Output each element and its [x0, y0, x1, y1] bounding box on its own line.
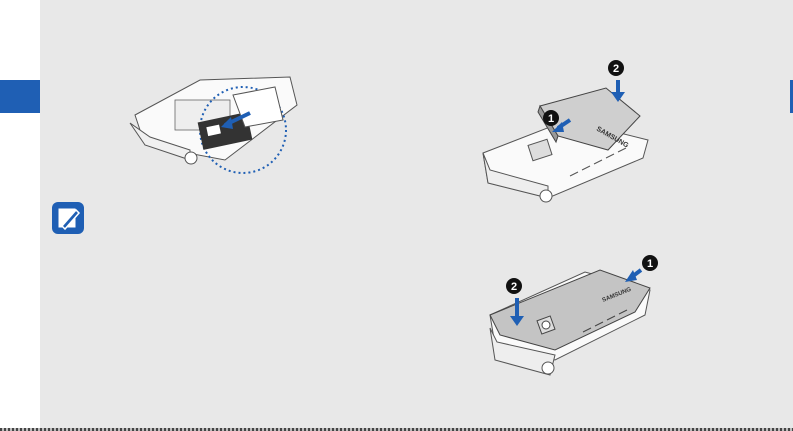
svg-text:1: 1 — [548, 113, 554, 125]
svg-text:1: 1 — [647, 258, 653, 270]
step-badge-2: 2 — [506, 278, 522, 294]
svg-text:2: 2 — [613, 63, 619, 75]
sim-card-illustration — [125, 65, 305, 177]
note-pencil-icon — [50, 200, 86, 236]
step-badge-2: 2 — [608, 60, 624, 76]
press-arrow — [625, 270, 637, 282]
step-badge-1: 1 — [543, 110, 559, 126]
step-badge-1: 1 — [642, 255, 658, 271]
battery-illustration: SAMSUNG 1 2 — [478, 58, 658, 208]
chapter-tab — [0, 80, 40, 113]
left-margin — [0, 0, 40, 431]
svg-text:2: 2 — [511, 281, 517, 293]
back-cover-illustration: SAMSUNG 1 2 — [485, 250, 667, 385]
